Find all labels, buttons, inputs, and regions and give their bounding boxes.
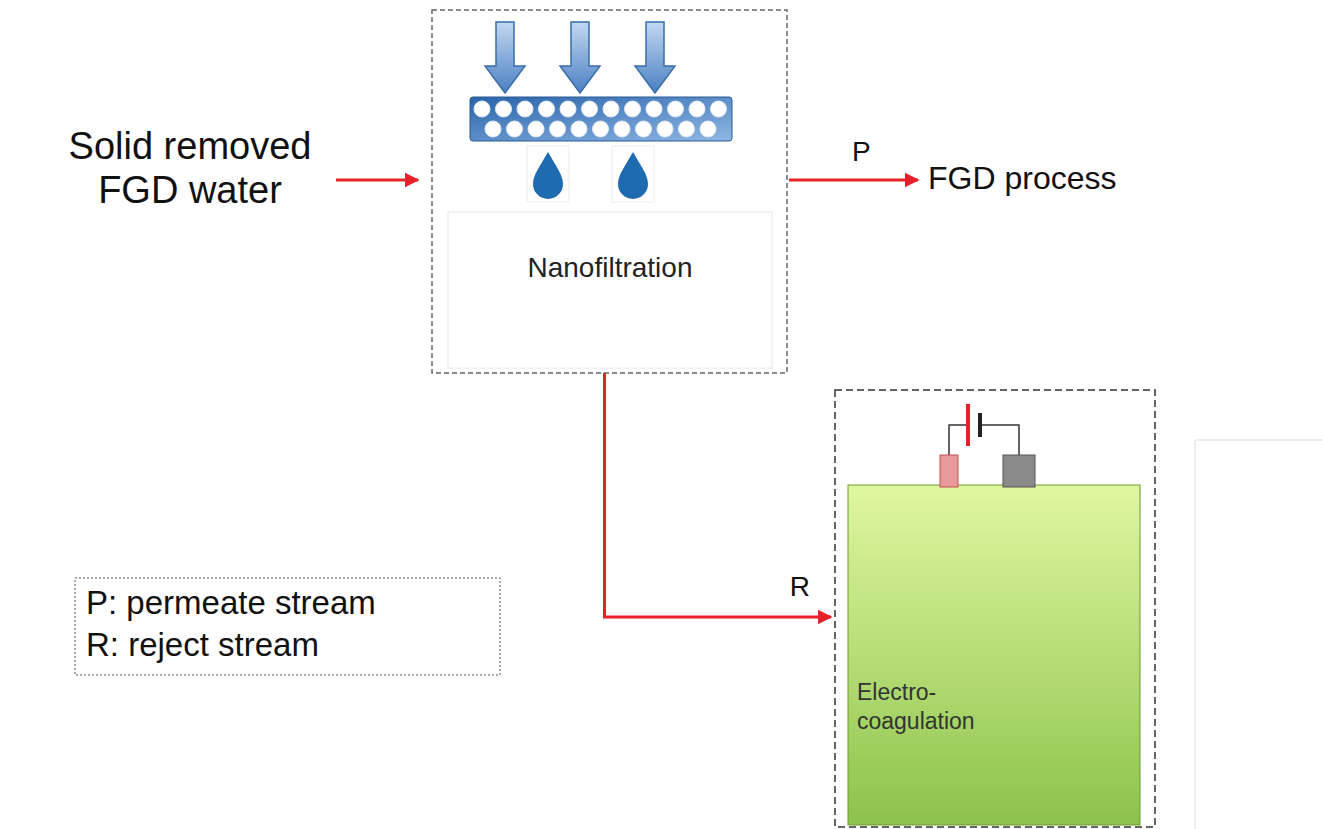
water-droplet — [533, 152, 563, 199]
reactor-tank — [848, 485, 1140, 825]
pore — [550, 121, 566, 137]
pore — [517, 101, 533, 117]
blank-panel — [1195, 440, 1322, 829]
pore — [528, 121, 544, 137]
unit-outline — [835, 390, 1155, 827]
pore — [657, 121, 673, 137]
battery-plate — [978, 413, 982, 437]
key-box — [75, 578, 500, 675]
pore — [646, 101, 662, 117]
battery-plate — [966, 404, 970, 446]
pore — [507, 121, 523, 137]
pore — [636, 121, 652, 137]
node-label: Nanofiltration — [448, 250, 772, 285]
pore — [700, 121, 716, 137]
pore — [496, 101, 512, 117]
wire — [949, 425, 966, 455]
cathode — [1003, 455, 1035, 487]
stream-tag: R — [788, 571, 812, 603]
unit-outline — [432, 10, 787, 373]
process-box: Electro- coagulation — [835, 390, 1155, 827]
pore — [711, 101, 727, 117]
feed-arrow — [336, 179, 418, 182]
pore — [603, 101, 619, 117]
label-panel — [448, 212, 772, 368]
anode — [940, 455, 958, 487]
water-droplet — [618, 152, 648, 199]
stream-source: Solid removed FGD water — [40, 125, 340, 212]
stream-destination: FGD process — [928, 160, 1116, 197]
key-entry: R: reject stream — [86, 626, 496, 664]
pore — [614, 121, 630, 137]
key-entry: P: permeate stream — [86, 584, 496, 622]
flow-arrows — [485, 22, 675, 93]
pore — [582, 101, 598, 117]
wire — [982, 425, 1019, 455]
membrane — [470, 97, 732, 141]
pore — [668, 101, 684, 117]
pore — [679, 121, 695, 137]
pore — [560, 101, 576, 117]
droplet-panel — [527, 146, 569, 202]
reject-connector — [605, 373, 832, 617]
stream-tag: P — [852, 136, 871, 168]
pore — [625, 101, 641, 117]
pore — [689, 101, 705, 117]
process-box: Nanofiltration — [432, 10, 787, 373]
pore — [485, 121, 501, 137]
membrane-pores — [474, 101, 727, 137]
pore — [539, 101, 555, 117]
permeate-arrow — [789, 179, 918, 182]
droplet-panel — [612, 146, 654, 202]
pore — [474, 101, 490, 117]
node-label: Electro- coagulation — [857, 678, 997, 736]
pore — [571, 121, 587, 137]
pore — [593, 121, 609, 137]
